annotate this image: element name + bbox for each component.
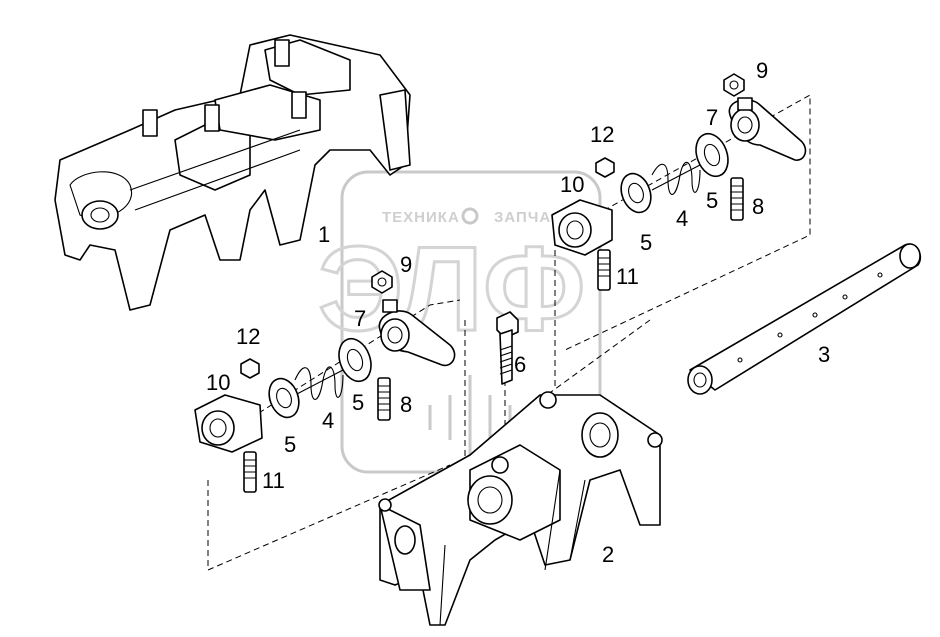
callout-9-left: 9 [400, 252, 412, 277]
bolt-left-part-11 [243, 451, 257, 493]
callout-4-left: 4 [322, 408, 334, 433]
spring-left-part-4 [294, 366, 344, 400]
callout-7-right: 7 [706, 105, 718, 130]
bolt-right-part-11 [597, 249, 611, 291]
watermark-text-left: ТЕХНИКА [382, 209, 460, 226]
callout-10-right: 10 [560, 172, 584, 197]
bolt-part-6 [496, 311, 519, 385]
callout-9-right: 9 [756, 58, 768, 83]
assembly-guide-lines [207, 94, 811, 571]
callout-8-right: 8 [752, 194, 764, 219]
bracket-left-part-10 [194, 394, 263, 453]
callout-11-left: 11 [262, 468, 285, 493]
nut-right-part-12 [595, 157, 615, 178]
callout-5-left-inner: 5 [284, 432, 296, 457]
adjusting-screw-left-part-8 [377, 377, 391, 421]
callout-1: 1 [318, 222, 330, 247]
rocker-arm-right-part-7 [728, 97, 807, 161]
washer-left-inner-part-5 [268, 377, 300, 419]
rocker-bracket-part-2 [378, 391, 663, 626]
washer-right-part-5 [695, 132, 729, 178]
callout-11-right: 11 [616, 264, 639, 289]
washer-right-inner-part-5 [620, 172, 652, 214]
bracket-right-part-10 [551, 199, 613, 256]
callout-2: 2 [602, 542, 614, 567]
adjusting-screw-right-part-8 [730, 177, 744, 221]
watermark-logo: ЭЛФ [318, 222, 585, 356]
rocker-arm-left-part-7 [378, 299, 456, 367]
rocker-shaft-part-3 [687, 243, 922, 395]
spring-right-part-4 [651, 161, 701, 195]
nut-right-part-9 [723, 73, 745, 97]
washer-left-outer-part-5 [338, 337, 372, 383]
callout-5-right-outer: 5 [706, 188, 718, 213]
nut-left-part-12 [240, 358, 260, 379]
callout-3: 3 [818, 342, 830, 367]
rocker-assembly-part-1 [54, 34, 411, 311]
callout-5-left-outer: 5 [352, 390, 364, 415]
callout-5-right-inner: 5 [640, 230, 652, 255]
watermark-wheat-icon [428, 375, 512, 455]
callout-12-left: 12 [236, 324, 260, 349]
nut-left-part-9 [371, 270, 393, 294]
callout-7-left: 7 [354, 306, 366, 331]
callout-4-right: 4 [676, 206, 688, 231]
callout-10-left: 10 [206, 370, 230, 395]
callout-6: 6 [514, 352, 526, 377]
callout-12-right: 12 [590, 122, 614, 147]
callout-8-left: 8 [400, 392, 412, 417]
